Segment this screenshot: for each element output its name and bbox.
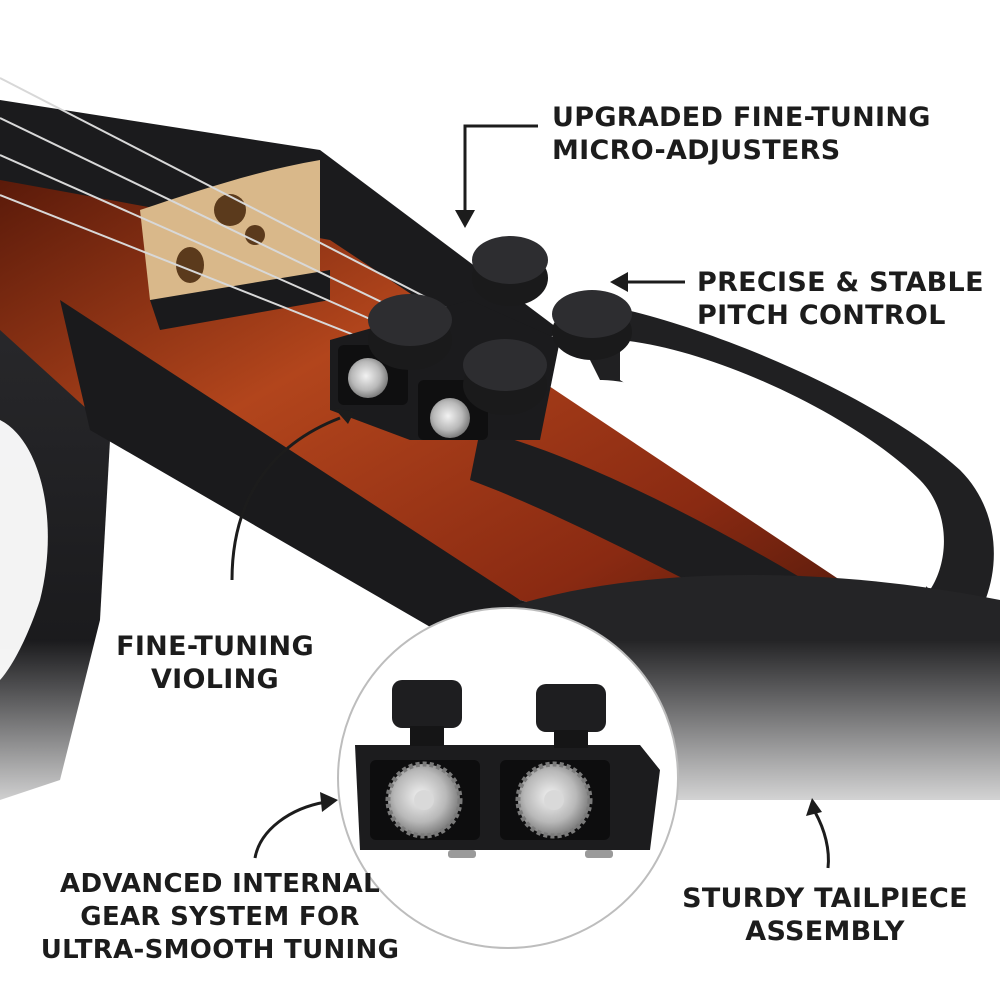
gear-closeup-inset bbox=[337, 607, 679, 949]
tuner-knob-3 bbox=[472, 236, 548, 306]
arrow-upgraded bbox=[463, 124, 538, 215]
gear-right bbox=[515, 761, 593, 839]
callout-precise-pitch-control: PRECISE & STABLE PITCH CONTROL bbox=[697, 267, 984, 331]
arrow-gear bbox=[253, 800, 327, 859]
callout-upgraded-micro-adjusters: UPGRADED FINE-TUNING MICRO-ADJUSTERS bbox=[552, 102, 931, 166]
callout-internal-gear-system: ADVANCED INTERNAL GEAR SYSTEM FOR ULTRA-… bbox=[40, 869, 400, 965]
gear-left bbox=[385, 761, 463, 839]
tuner-knob-2 bbox=[463, 339, 547, 415]
tuner-knob-4 bbox=[552, 290, 632, 360]
tuner-knob-1 bbox=[368, 294, 452, 370]
string-3 bbox=[0, 154, 441, 351]
string-1 bbox=[0, 77, 471, 321]
string-2 bbox=[0, 117, 451, 336]
callout-fine-tuning-violing: FINE-TUNING VIOLING bbox=[116, 631, 314, 695]
arrow-sturdy bbox=[813, 811, 830, 869]
arrow-violing bbox=[230, 416, 341, 581]
callout-sturdy-tailpiece: STURDY TAILPIECE ASSEMBLY bbox=[682, 883, 968, 947]
